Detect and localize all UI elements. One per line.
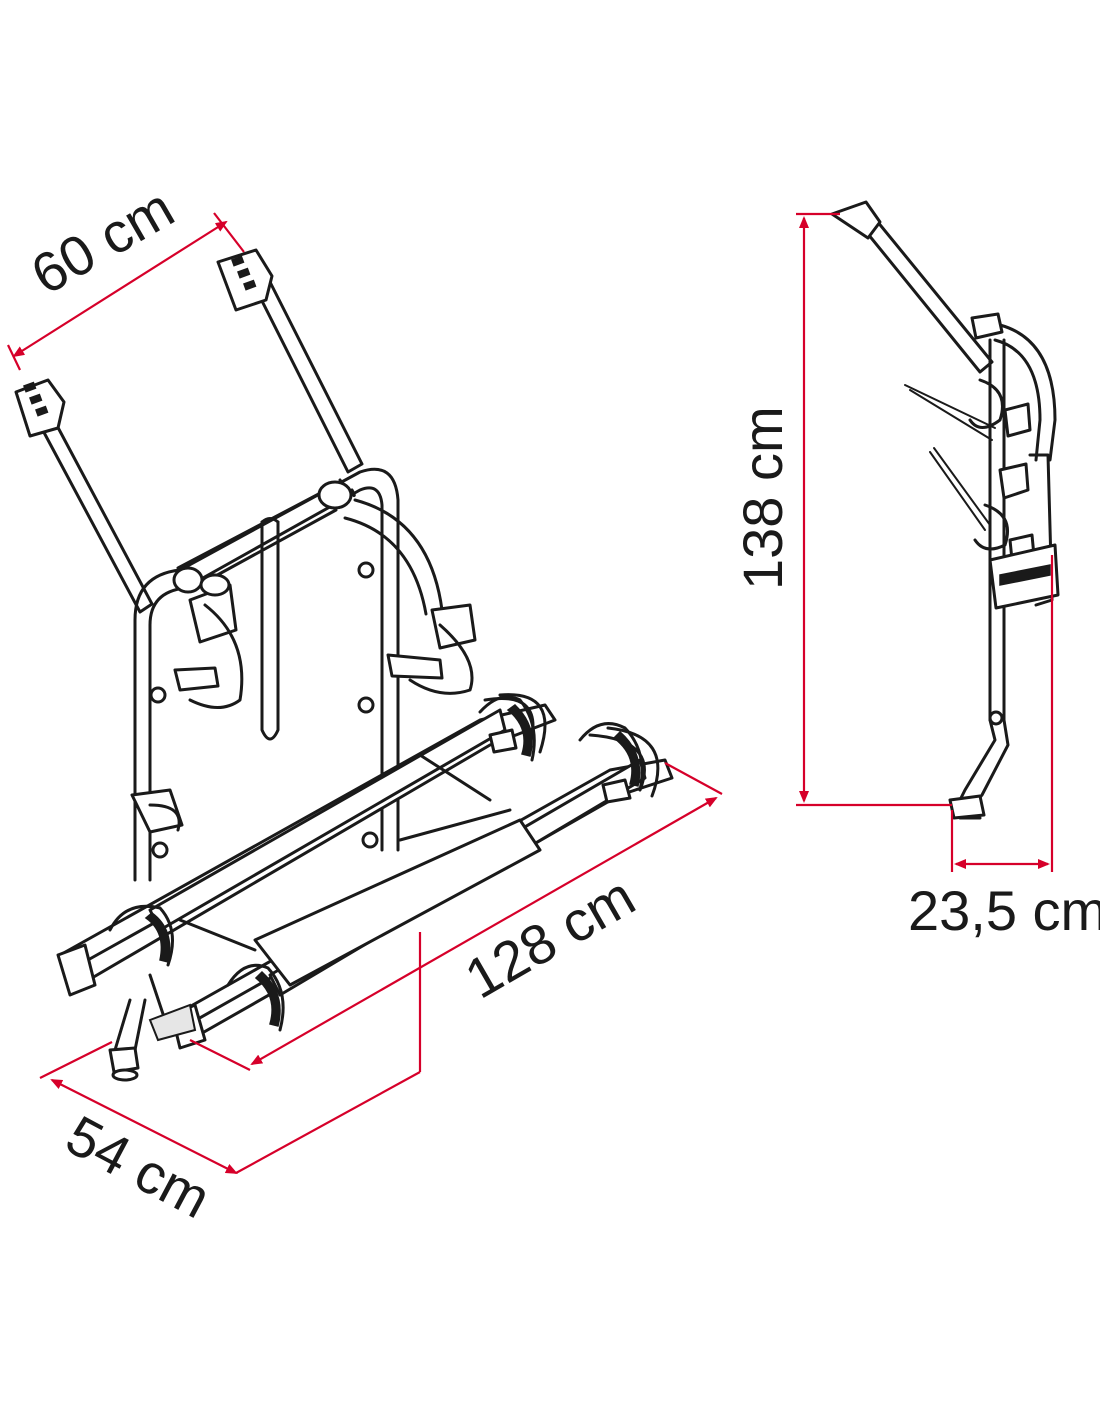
- foot-support: [108, 973, 167, 1082]
- tie-strap-rear-right: [478, 695, 536, 762]
- tie-strap-rear-left: [108, 904, 174, 967]
- frame-holder-right: [386, 603, 477, 695]
- dimension-line-23-5cm: [950, 555, 1054, 872]
- dimension-label-54cm: 54 cm: [56, 1103, 220, 1230]
- dimension-label-128cm: 128 cm: [455, 864, 646, 1010]
- rack-side-view: [830, 200, 1060, 820]
- lower-post-clamp: [130, 788, 184, 834]
- upper-support-arm-right: [216, 248, 364, 474]
- main-frame: [133, 467, 444, 882]
- dimension-label-23-5cm: 23,5 cm: [908, 879, 1100, 942]
- dimension-line-54cm: [39, 932, 422, 1174]
- dimension-line-128cm: [189, 762, 723, 1071]
- frame-holder-left: [173, 573, 244, 709]
- dimension-line-60cm: [7, 212, 245, 371]
- dimension-label-138cm: 138 cm: [731, 406, 794, 590]
- tie-strap-front-right: [578, 722, 644, 792]
- rail-end-cap-left: [56, 943, 207, 1050]
- dimension-label-60cm: 60 cm: [21, 176, 185, 307]
- dimension-line-138cm: [796, 212, 952, 807]
- upper-support-arm-left: [14, 378, 154, 614]
